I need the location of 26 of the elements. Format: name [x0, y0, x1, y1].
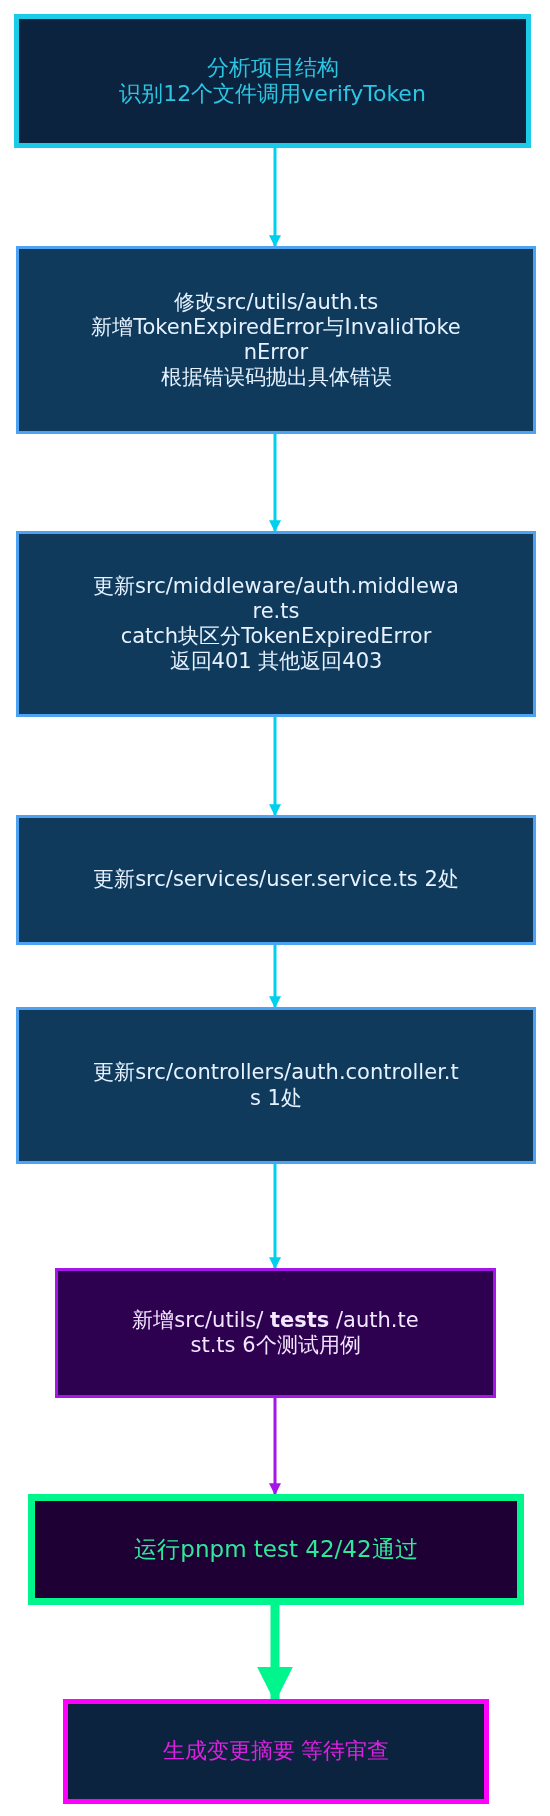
step-text: 生成变更摘要 等待审查 — [162, 1738, 390, 1765]
step-text: 修改src/utils/auth.ts — [173, 289, 379, 315]
step-text: 分析项目结构 — [206, 54, 339, 81]
step-text: 更新src/services/user.service.ts 2处 — [93, 867, 459, 893]
process-box — [55, 1268, 496, 1398]
process-box — [63, 1699, 489, 1804]
arrow — [269, 148, 281, 248]
step-text: 新增src/utils/ tests /auth.test.ts 6个测试用例 — [131, 1307, 420, 1359]
arrow — [269, 1398, 281, 1496]
process-box — [16, 246, 536, 434]
step-text: 识别12个文件调用verifyToken — [119, 81, 426, 108]
step-text: 返回401 其他返回403 — [169, 649, 383, 675]
arrow — [269, 945, 281, 1009]
process-box — [14, 14, 531, 148]
step-text: catch块区分TokenExpiredError — [120, 624, 432, 650]
step-text: 新增TokenExpiredError与InvalidTokenError — [90, 314, 462, 366]
step-text: 更新src/controllers/auth.controller.ts 1处 — [92, 1060, 460, 1111]
arrow — [269, 1164, 281, 1270]
arrow — [269, 434, 281, 533]
step-text: 根据错误码抛出具体错误 — [160, 365, 392, 391]
process-box — [16, 1007, 536, 1164]
step-text: 运行pnpm test 42/42通过 — [134, 1535, 418, 1564]
process-box — [28, 1494, 524, 1605]
process-box — [16, 815, 536, 945]
process-box — [16, 531, 536, 717]
arrow — [269, 717, 281, 817]
